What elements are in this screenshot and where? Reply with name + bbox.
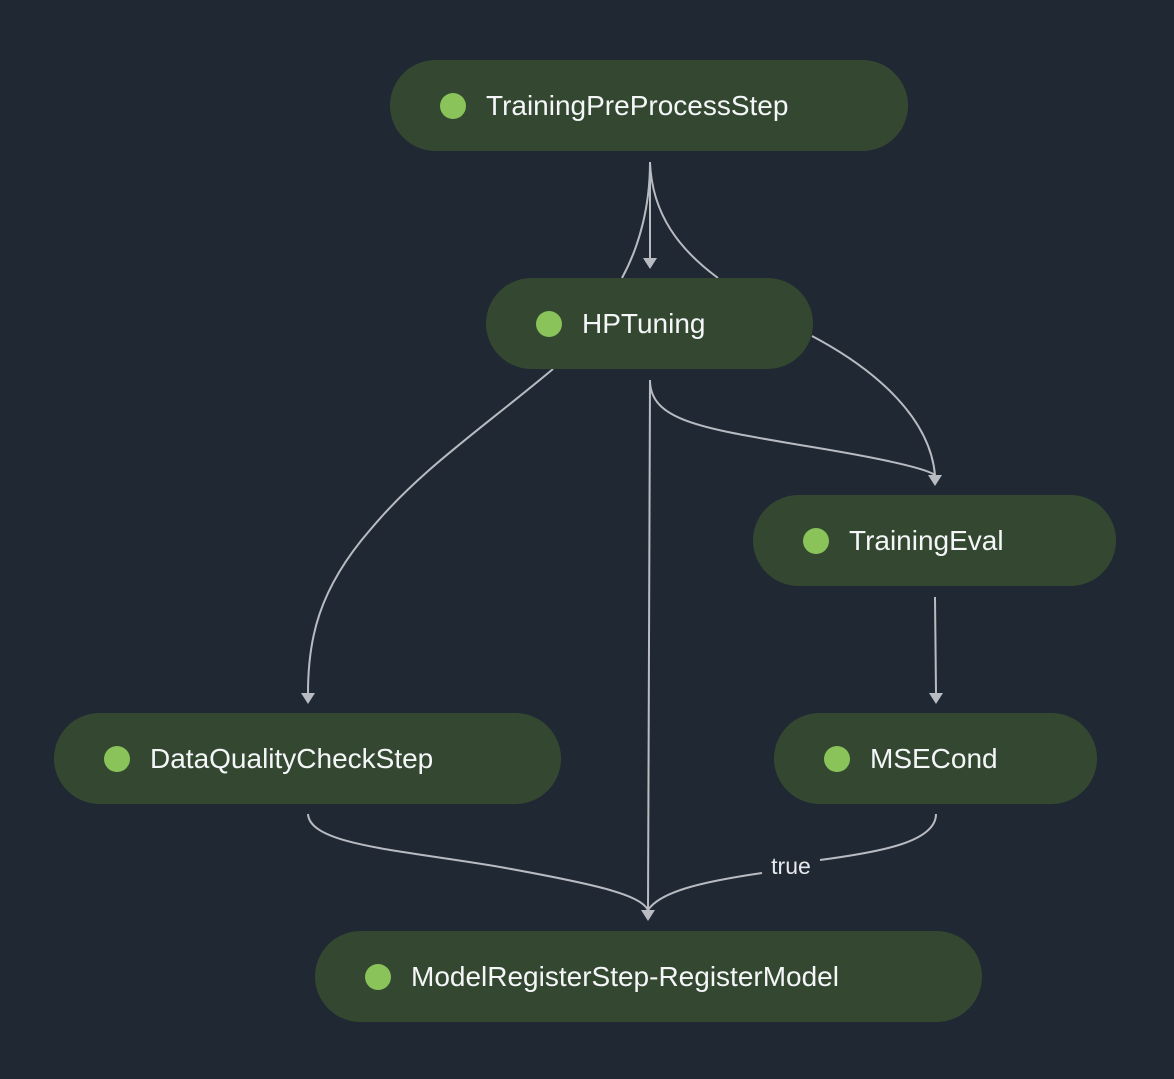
node-label: DataQualityCheckStep bbox=[150, 742, 434, 774]
status-succeeded-icon bbox=[803, 527, 829, 554]
status-succeeded-icon bbox=[536, 310, 562, 337]
status-succeeded-icon bbox=[365, 963, 391, 990]
node-data-quality-check-step[interactable]: DataQualityCheckStep bbox=[54, 713, 561, 804]
arrowhead-dataquality bbox=[301, 693, 315, 704]
edge-hptuning-to-dataquality bbox=[307, 368, 554, 694]
edge-preprocess-right-branch bbox=[649, 161, 719, 279]
status-succeeded-icon bbox=[440, 92, 466, 119]
arrowhead-register bbox=[641, 910, 655, 921]
node-training-eval[interactable]: TrainingEval bbox=[753, 495, 1116, 586]
edge-dataquality-to-register bbox=[307, 813, 649, 911]
node-training-preprocess-step[interactable]: TrainingPreProcessStep bbox=[390, 60, 908, 151]
node-label: MSECond bbox=[870, 742, 998, 774]
edge-msecond-to-register bbox=[647, 813, 937, 911]
node-hptuning[interactable]: HPTuning bbox=[486, 278, 813, 369]
node-model-register-step[interactable]: ModelRegisterStep-RegisterModel bbox=[315, 931, 982, 1022]
edge-label-true: true bbox=[771, 853, 811, 879]
edge-trainingeval-to-msecond bbox=[934, 596, 937, 694]
arrowhead-trainingeval bbox=[928, 475, 942, 486]
edge-hptuning-to-trainingeval bbox=[649, 379, 936, 476]
status-succeeded-icon bbox=[104, 745, 130, 772]
arrowhead-hptuning bbox=[643, 258, 657, 269]
status-succeeded-icon bbox=[824, 745, 850, 772]
node-msecond[interactable]: MSECond bbox=[774, 713, 1097, 804]
node-label: HPTuning bbox=[582, 307, 706, 339]
edge-preprocess-left-branch bbox=[621, 161, 651, 279]
edge-hptuning-right-to-trainingeval bbox=[811, 335, 936, 476]
node-label: TrainingPreProcessStep bbox=[486, 89, 789, 121]
edge-hptuning-to-register bbox=[647, 379, 651, 911]
node-label: ModelRegisterStep-RegisterModel bbox=[411, 960, 839, 992]
arrowhead-msecond bbox=[929, 693, 943, 704]
node-label: TrainingEval bbox=[849, 524, 1004, 556]
